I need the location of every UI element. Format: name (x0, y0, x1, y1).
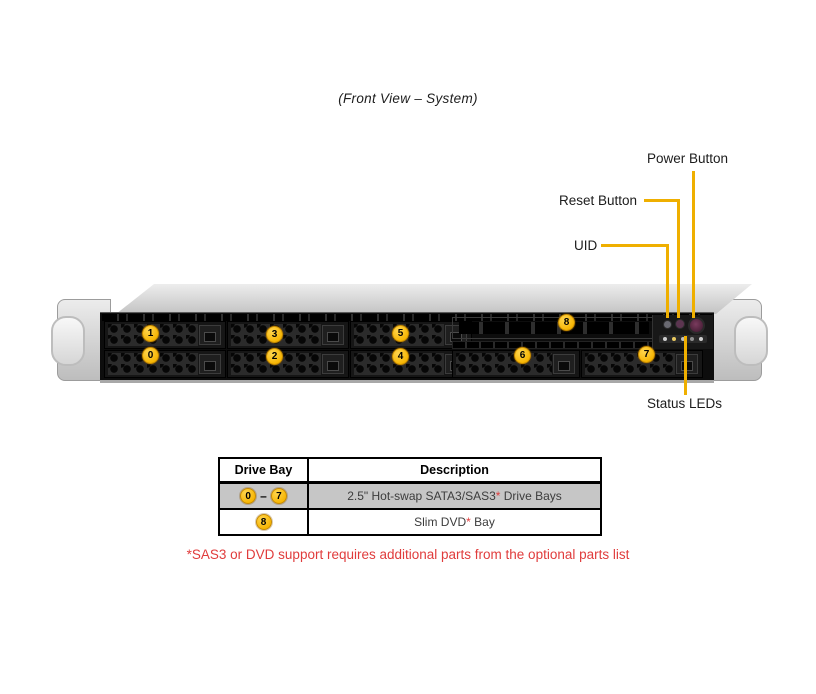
bay-description-cell: Slim DVD* Bay (309, 515, 600, 529)
status-led (672, 337, 676, 341)
status-led (690, 337, 694, 341)
drive-tray-2 (227, 350, 349, 378)
bay-description-cell: 2.5" Hot-swap SATA3/SAS3* Drive Bays (309, 489, 600, 503)
drive-tray-3 (227, 321, 349, 349)
tray-latch (199, 354, 221, 374)
power-callout-line (692, 171, 695, 318)
table-row-bays-0-7: 0 – 7 2.5" Hot-swap SATA3/SAS3* Drive Ba… (220, 484, 600, 510)
drive-bay-badge-5: 5 (392, 325, 409, 342)
drive-bay-badge-1: 1 (142, 325, 159, 342)
status-led (681, 337, 685, 341)
reset-button-label: Reset Button (559, 193, 638, 208)
table-badge-8: 8 (255, 514, 272, 530)
table-badge-0: 0 (240, 488, 257, 504)
chassis-top-cover (116, 284, 752, 314)
table-row-bay-8: 8 Slim DVD* Bay (220, 510, 600, 534)
chassis-front-panel (100, 312, 714, 383)
tray-vent-grille (108, 353, 198, 375)
status-leds (659, 335, 707, 343)
drive-bay-table: Drive Bay Description 0 – 7 2.5" Hot-swa… (218, 457, 602, 536)
status-leds-callout-line (684, 336, 687, 395)
header-drive-bay: Drive Bay (220, 459, 309, 481)
status-leds-label: Status LEDs (647, 396, 723, 411)
header-description: Description (420, 463, 489, 477)
power-button-label: Power Button (647, 151, 729, 166)
range-dash: – (260, 489, 267, 503)
description-text-tail: Bay (470, 515, 495, 529)
status-led (663, 337, 667, 341)
front-control-panel (652, 315, 713, 349)
drive-tray-6 (452, 350, 580, 378)
dvd-bay-vent-strip (452, 341, 656, 349)
drive-tray-0 (104, 350, 226, 378)
chassis-top-rail (102, 314, 712, 321)
uid-button (663, 320, 672, 329)
figure-title: (Front View – System) (338, 91, 478, 106)
status-led (699, 337, 703, 341)
tray-latch (322, 325, 344, 345)
tray-latch (676, 354, 698, 374)
tray-latch (199, 325, 221, 345)
footnote-asterisk: * (466, 515, 471, 529)
slim-dvd-bay (452, 317, 656, 339)
drive-bay-badge-0: 0 (142, 347, 159, 364)
reset-callout-line-v (677, 199, 680, 318)
uid-callout-line-h (601, 244, 669, 247)
drive-tray-1 (104, 321, 226, 349)
drive-bay-badge-8: 8 (558, 314, 575, 331)
reset-button (675, 319, 685, 329)
tray-latch (322, 354, 344, 374)
table-header-row: Drive Bay Description (220, 459, 600, 484)
description-text: Slim DVD (414, 515, 467, 529)
description-text-tail: Drive Bays (500, 489, 562, 503)
drive-bay-badge-6: 6 (514, 347, 531, 364)
description-text: 2.5" Hot-swap SATA3/SAS3 (347, 489, 496, 503)
drive-bay-badge-4: 4 (392, 348, 409, 365)
tray-vent-grille (585, 353, 675, 375)
optional-parts-footnote: *SAS3 or DVD support requires additional… (186, 547, 630, 562)
bay-range-cell: 0 – 7 (220, 484, 309, 508)
power-button (688, 317, 705, 334)
drive-bay-badge-3: 3 (266, 326, 283, 343)
reset-callout-line-h (644, 199, 680, 202)
uid-callout-line-v (666, 244, 669, 318)
uid-label: UID (574, 238, 598, 253)
bay-number-cell: 8 (220, 510, 309, 534)
drive-bay-badge-2: 2 (266, 348, 283, 365)
tray-vent-grille (456, 353, 552, 375)
table-badge-7: 7 (270, 488, 287, 504)
footnote-asterisk: * (495, 489, 501, 503)
tray-latch (553, 354, 575, 374)
drive-bay-badge-7: 7 (638, 346, 655, 363)
